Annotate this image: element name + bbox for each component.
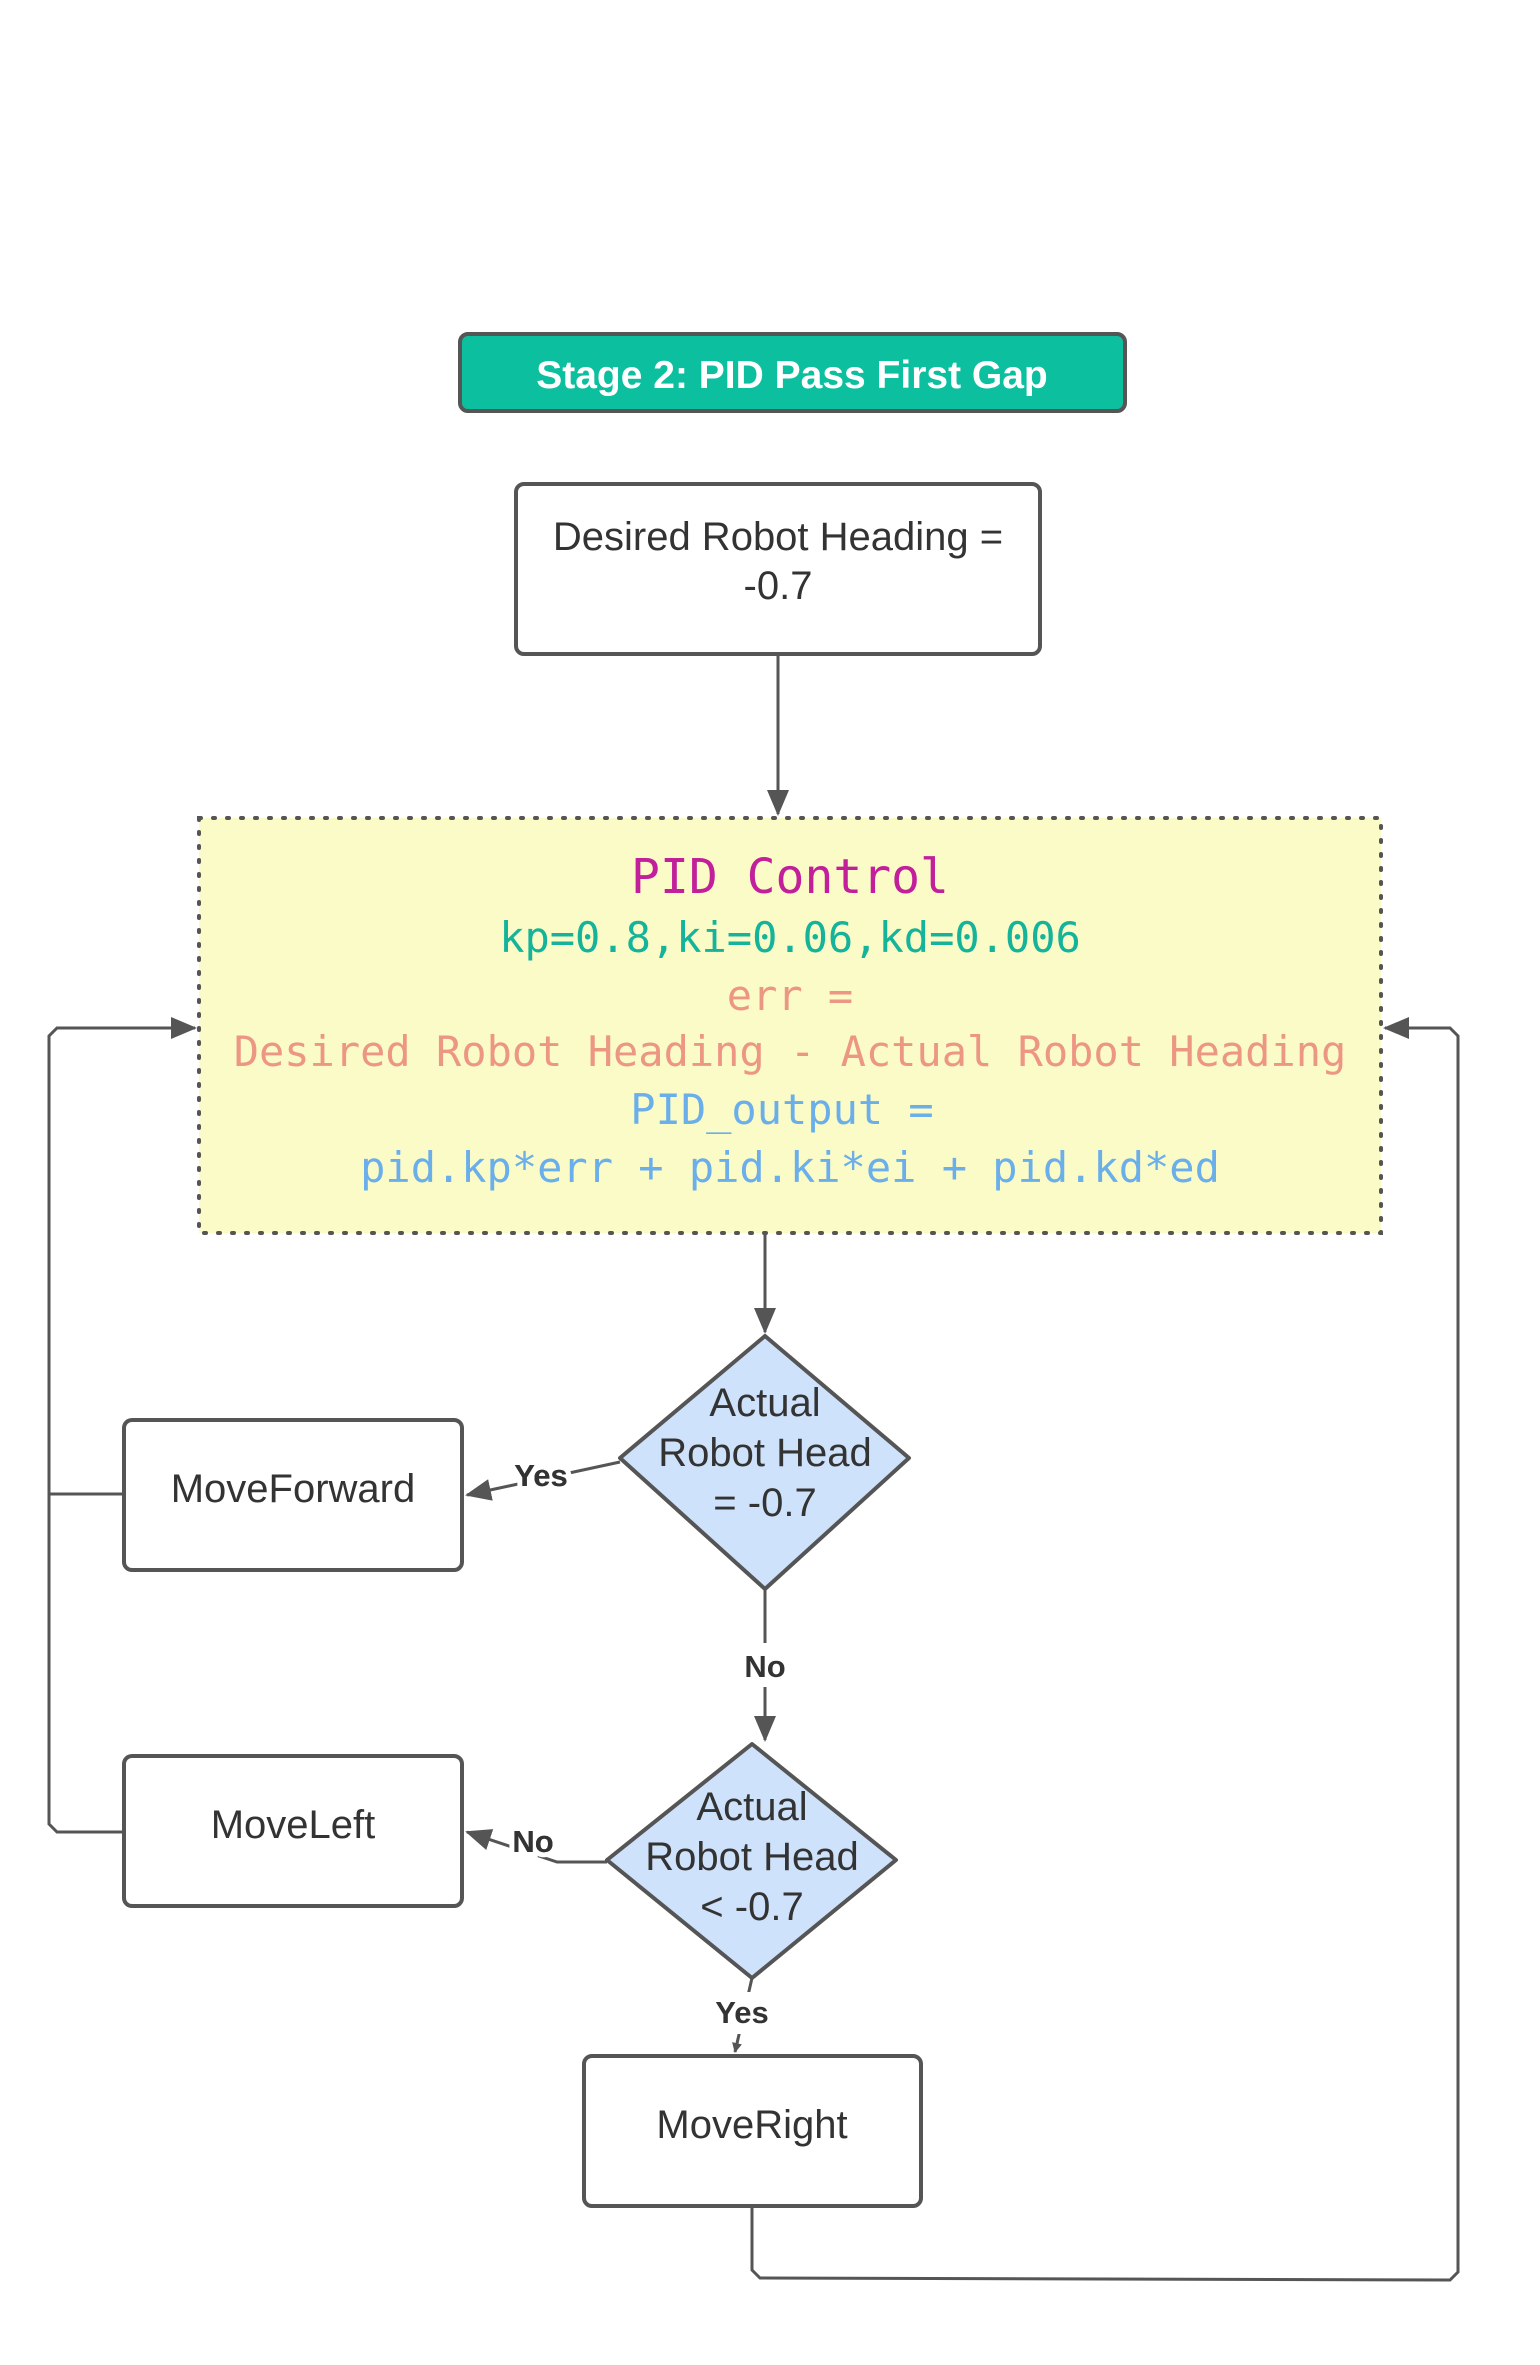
pid-err-label: err = [727,971,853,1020]
pid-output-label: PID_output = [630,1085,933,1134]
pid-output-expression: pid.kp*err + pid.ki*ei + pid.kd*ed [360,1143,1220,1192]
decision1-line3: = -0.7 [713,1481,816,1525]
move-right-label: MoveRight [656,2103,847,2147]
decision1-line2: Robot Head [658,1431,871,1475]
title-banner: Stage 2: PID Pass First Gap [458,332,1127,413]
desired-heading-line1: Desired Robot Heading = [553,515,1003,559]
move-left-label: MoveLeft [211,1803,376,1847]
edge-label-decision2-yes: Yes [715,1995,768,2030]
edge-moveleft-loop [47,1017,197,1834]
desired-heading-line2: -0.7 [744,564,813,608]
edge-label-decision2-no: No [512,1824,553,1859]
edge-decision1-yes [465,1460,621,1501]
edge-label-decision1-yes-text: Yes [514,1458,567,1493]
move-forward-box: MoveForward [122,1418,464,1572]
edge-moveright-loop [750,1017,1460,2282]
decision1-line1: Actual [709,1381,820,1425]
title-text: Stage 2: PID Pass First Gap [536,354,1048,397]
decision-heading-equal: Actual Robot Head = -0.7 [618,1334,911,1591]
decision2-line1: Actual [696,1785,807,1829]
desired-heading-box: Desired Robot Heading = -0.7 [514,482,1042,656]
edge-label-decision1-no: No [744,1649,785,1684]
pid-err-expression: Desired Robot Heading - Actual Robot Hea… [234,1027,1347,1076]
edge-label-decision1-yes: Yes [514,1458,567,1493]
pid-title: PID Control [631,849,949,905]
move-left-box: MoveLeft [122,1754,464,1908]
decision2-line2: Robot Head [645,1835,858,1879]
move-forward-label: MoveForward [171,1467,416,1511]
pid-control-box: PID Control kp=0.8,ki=0.06,kd=0.006 err … [197,816,1383,1235]
edge-decision2-no [465,1829,607,1864]
decision2-line3: < -0.7 [700,1885,803,1929]
pid-params: kp=0.8,ki=0.06,kd=0.006 [499,913,1081,962]
decision-heading-less: Actual Robot Head < -0.7 [605,1742,898,1980]
move-right-box: MoveRight [582,2054,923,2208]
edge-label-decision2-no-bg: No [512,1824,553,1859]
